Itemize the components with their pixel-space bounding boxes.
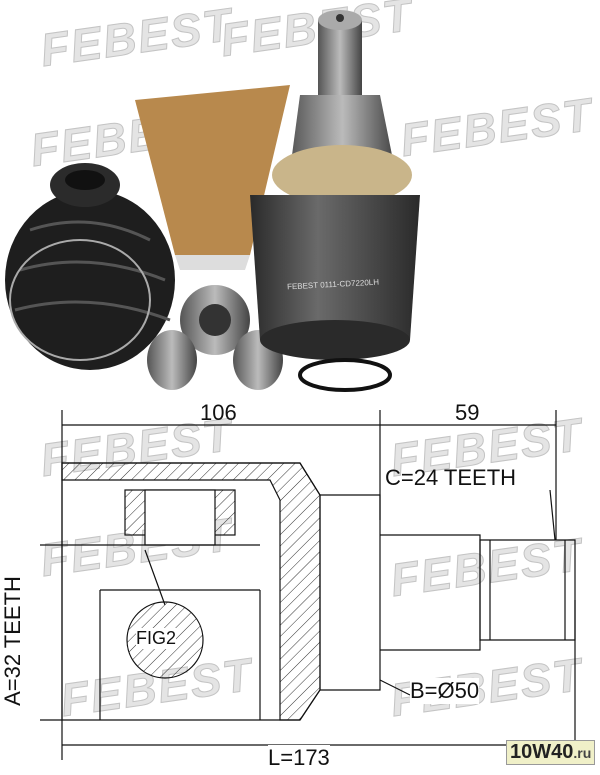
dimension-59: 59: [455, 400, 480, 425]
length-label: L=173: [268, 745, 330, 771]
fig2-label: FIG2: [136, 628, 177, 649]
site-badge: 10W40.ru: [506, 740, 596, 765]
inner-spline-label: A=32 TEETH: [0, 576, 26, 706]
diameter-label: B=Ø50: [410, 678, 480, 704]
joint-housing-photo: [250, 10, 420, 392]
badge-main: 10W40: [510, 741, 574, 763]
boot-photo: [5, 163, 175, 370]
dimension-106: 106: [200, 400, 237, 425]
cross-section-drawing: [40, 410, 576, 760]
badge-suffix: .ru: [573, 745, 592, 761]
outer-spline-label: C=24 TEETH: [385, 465, 517, 490]
